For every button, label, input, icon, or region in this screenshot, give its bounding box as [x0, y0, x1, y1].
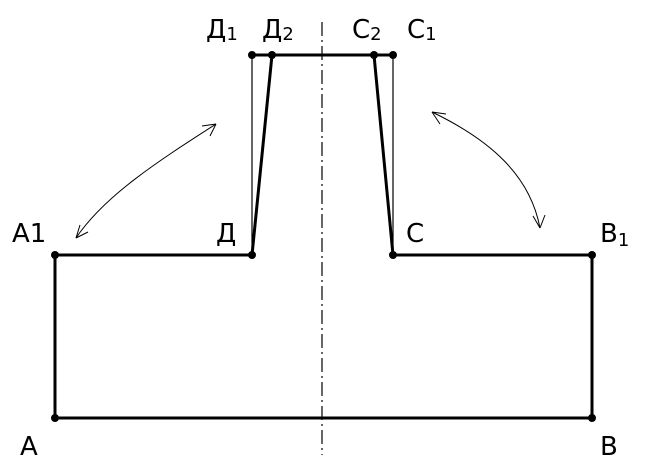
rotation-arrow-left: [75, 123, 217, 239]
label-b: B: [600, 432, 618, 462]
rotation-arrow-right: [431, 111, 541, 229]
label-c1-sub: 1: [425, 24, 436, 45]
point-d: [248, 251, 256, 259]
label-c2-main: C: [352, 15, 370, 45]
label-a: A: [20, 432, 38, 462]
label-c1-main: C: [407, 15, 425, 45]
label-b1: B1: [600, 219, 629, 251]
point-d2: [268, 51, 276, 59]
label-d2: Д2: [262, 15, 294, 45]
point-a: [51, 414, 59, 422]
label-d1-sub: 1: [226, 24, 237, 45]
label-d: Д: [216, 219, 236, 249]
label-d2-main: Д: [262, 15, 282, 45]
point-c: [389, 251, 397, 259]
segment-d-d2: [250, 53, 274, 257]
rectangle-outline: [53, 253, 594, 420]
label-a1: A1: [12, 219, 46, 249]
point-c2: [370, 51, 378, 59]
label-c2: C2: [352, 15, 382, 45]
label-c1: C1: [407, 15, 437, 45]
arrowhead-left-top: [201, 123, 217, 137]
label-d1-main: Д: [206, 15, 226, 45]
label-b1-main: B: [600, 219, 618, 249]
point-d1: [248, 51, 256, 59]
point-c1: [389, 51, 397, 59]
segment-c2-c: [372, 53, 395, 257]
label-b1-sub: 1: [618, 230, 629, 251]
point-a1: [51, 251, 59, 259]
arrowhead-right-bottom: [532, 214, 546, 229]
arrowhead-left-bottom: [75, 224, 89, 239]
label-c: C: [406, 219, 424, 249]
label-c2-sub: 2: [370, 24, 381, 45]
label-d1: Д1: [206, 15, 238, 45]
arrowhead-right-top: [431, 111, 447, 125]
label-d2-sub: 2: [282, 24, 293, 45]
point-b1: [588, 251, 596, 259]
point-b: [588, 414, 596, 422]
